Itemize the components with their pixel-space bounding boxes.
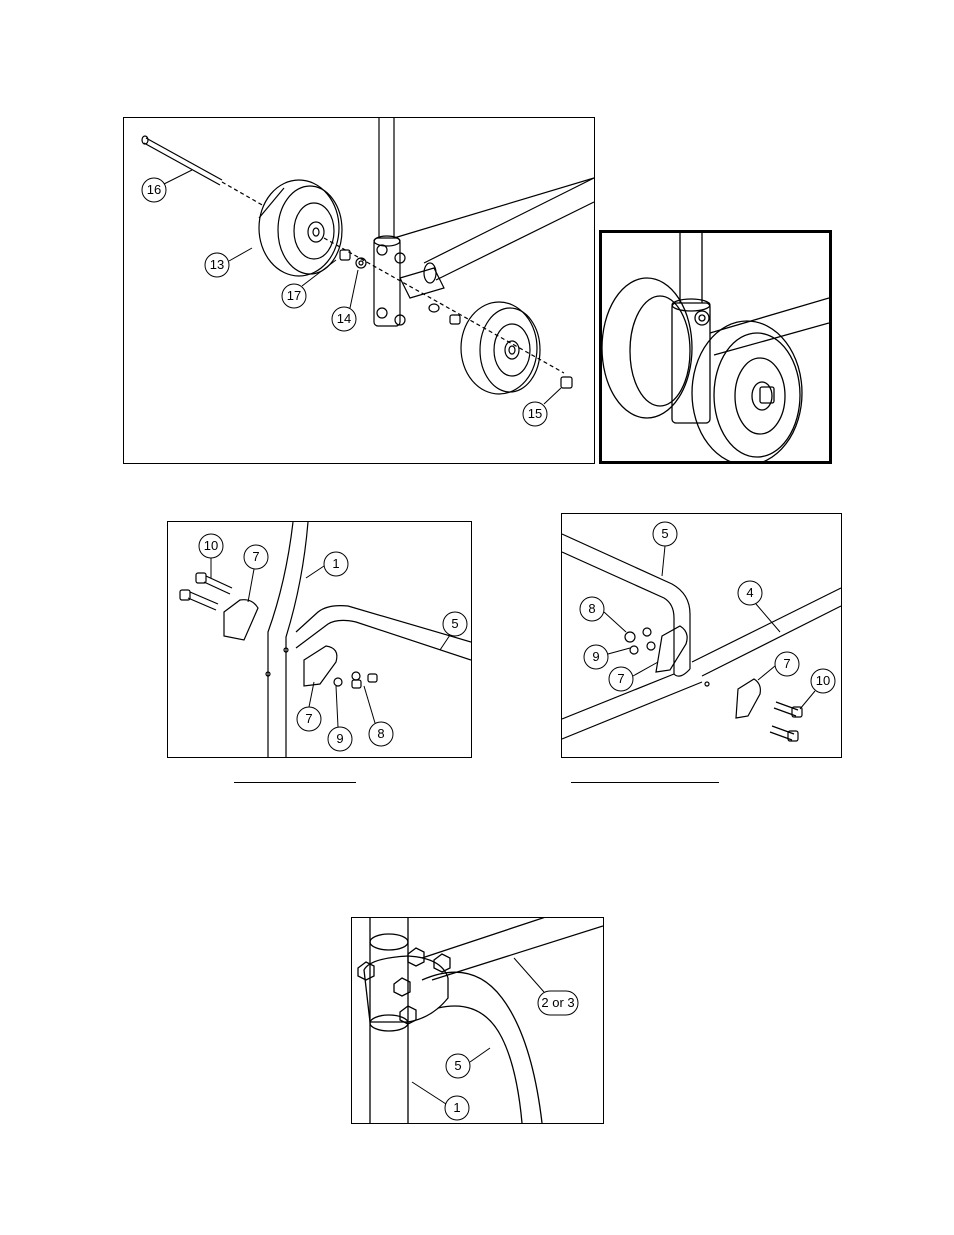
callout-9: 9 [336, 731, 343, 746]
wheel-detail-drawing [602, 233, 829, 461]
callout-10: 10 [204, 538, 218, 553]
callout-5: 5 [451, 616, 458, 631]
callout-4: 4 [746, 585, 753, 600]
underline-left [234, 782, 356, 783]
callout-7-left: 7 [617, 671, 624, 686]
wheel-detail-inset [599, 230, 832, 464]
callout-2-or-3: 2 or 3 [541, 995, 574, 1010]
callout-8: 8 [377, 726, 384, 741]
frame-left-diagram: 10 7 1 5 7 9 8 [167, 521, 472, 758]
frame-right-diagram: 5 4 8 9 7 7 10 [561, 513, 842, 758]
wheel-assembly-drawing: 16 13 17 14 15 [124, 118, 594, 463]
callout-8: 8 [588, 601, 595, 616]
callout-14: 14 [337, 311, 351, 326]
callout-9: 9 [592, 649, 599, 664]
callout-1: 1 [332, 556, 339, 571]
callout-7-lower: 7 [305, 711, 312, 726]
frame-joint-drawing: 2 or 3 5 1 [352, 918, 603, 1123]
callout-15: 15 [528, 406, 542, 421]
frame-right-drawing: 5 4 8 9 7 7 10 [562, 514, 841, 757]
frame-left-drawing: 10 7 1 5 7 9 8 [168, 522, 471, 757]
callout-5: 5 [454, 1058, 461, 1073]
callout-5: 5 [661, 526, 668, 541]
callout-10: 10 [816, 673, 830, 688]
wheel-assembly-diagram: 16 13 17 14 15 [123, 117, 595, 464]
underline-right [571, 782, 719, 783]
callout-17: 17 [287, 288, 301, 303]
callout-7-right: 7 [783, 656, 790, 671]
frame-joint-diagram: 2 or 3 5 1 [351, 917, 604, 1124]
callout-13: 13 [210, 257, 224, 272]
callout-16: 16 [147, 182, 161, 197]
callout-7-upper: 7 [252, 549, 259, 564]
callout-1: 1 [453, 1100, 460, 1115]
